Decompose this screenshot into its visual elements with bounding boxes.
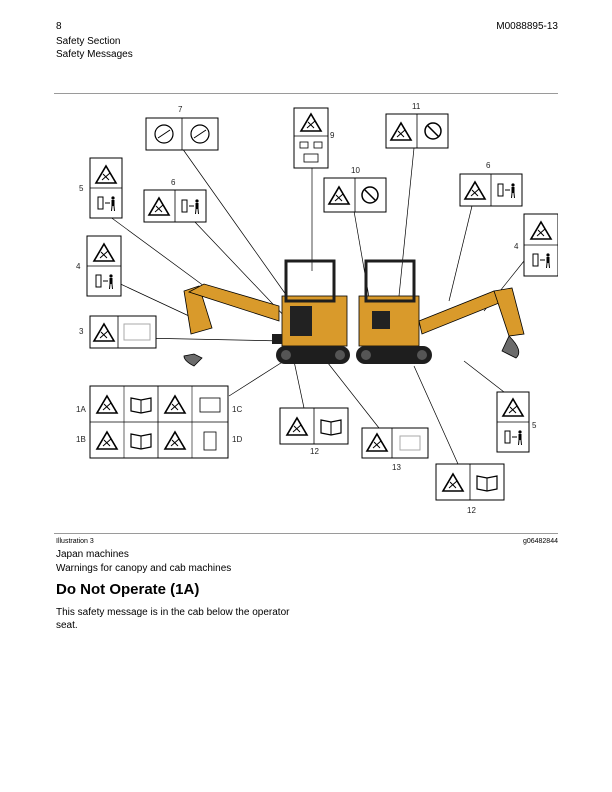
leader-lines <box>108 147 525 465</box>
decal-12-center <box>279 407 349 445</box>
decal-13 <box>361 427 429 459</box>
callout-12-bottom: 12 <box>467 506 476 515</box>
header-rule <box>54 93 558 94</box>
callout-4-right: 4 <box>514 242 519 251</box>
safety-label-illustration: 7 9 11 10 6 6 5 4 3 4 1A 1B 1C 1D 12 13 … <box>76 102 558 515</box>
excavator-left <box>183 259 350 367</box>
page-number: 8 <box>56 21 62 32</box>
callout-6-left: 6 <box>171 178 176 187</box>
decal-10 <box>323 177 387 213</box>
decal-11 <box>385 113 449 149</box>
callout-1c: 1C <box>232 405 242 414</box>
callout-11: 11 <box>412 102 421 111</box>
callout-1a: 1A <box>76 405 86 414</box>
callout-1d: 1D <box>232 435 242 444</box>
decal-group-1 <box>89 385 229 459</box>
decal-5-right <box>496 391 530 453</box>
callout-12-center: 12 <box>310 447 319 456</box>
section-heading: Do Not Operate (1A) <box>56 581 200 598</box>
callout-9: 9 <box>330 131 335 140</box>
decal-4-left <box>86 235 122 297</box>
subsection-title: Safety Messages <box>56 49 133 60</box>
decal-3 <box>89 315 157 349</box>
decal-4-right <box>523 213 558 277</box>
callout-10: 10 <box>351 166 360 175</box>
section-title: Safety Section <box>56 36 121 47</box>
callout-4-left: 4 <box>76 262 81 271</box>
callout-6-right: 6 <box>486 161 491 170</box>
callout-13: 13 <box>392 463 401 472</box>
caption-line-1: Japan machines <box>56 549 129 560</box>
decal-12-bottom <box>435 463 505 501</box>
figure-id: g06482844 <box>522 538 558 545</box>
decal-7 <box>145 117 219 151</box>
excavator-right <box>356 259 525 364</box>
callout-5-right: 5 <box>532 421 537 430</box>
callout-3: 3 <box>79 327 84 336</box>
caption-line-2: Warnings for canopy and cab machines <box>56 563 232 574</box>
body-paragraph: This safety message is in the cab below … <box>56 607 290 631</box>
callout-5-left: 5 <box>79 184 84 193</box>
callout-7: 7 <box>178 105 183 114</box>
decal-6-left <box>143 189 207 223</box>
decal-9 <box>293 107 329 169</box>
document-id: M0088895-13 <box>496 21 558 32</box>
callout-1b: 1B <box>76 435 86 444</box>
decal-5-left <box>89 157 123 219</box>
caption-rule <box>54 533 558 534</box>
illustration-label: Illustration 3 <box>56 538 94 545</box>
decal-6-right <box>459 173 523 207</box>
